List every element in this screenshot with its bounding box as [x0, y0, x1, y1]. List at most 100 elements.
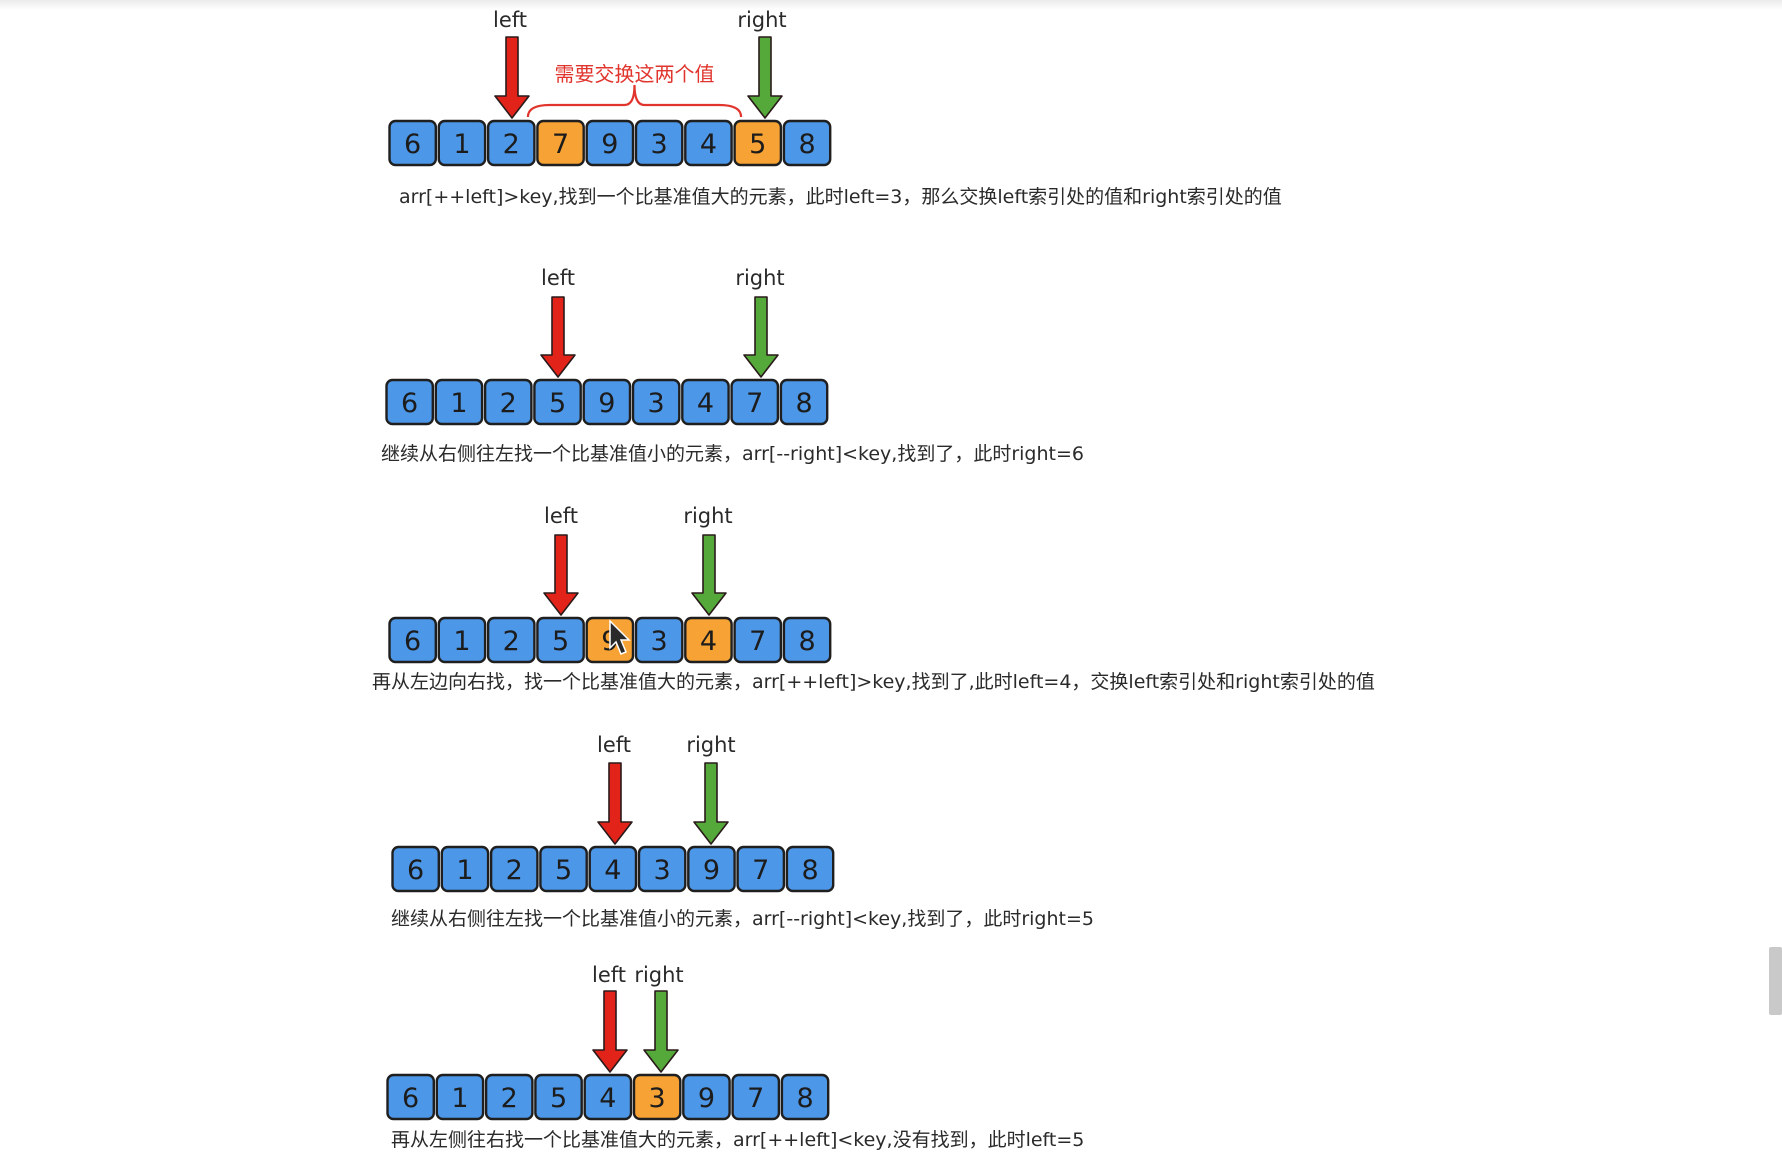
- array-cell: [534, 1073, 583, 1121]
- array-cell-value: 1: [450, 388, 467, 419]
- left-pointer-arrow-icon: [494, 36, 530, 119]
- array-cell: [386, 1073, 435, 1121]
- array-cell: [489, 845, 539, 893]
- array-cell-value: 6: [407, 855, 424, 886]
- array-cell-highlighted: [733, 119, 783, 167]
- array-cell: [484, 1073, 534, 1121]
- array-cell: [733, 616, 783, 664]
- array-cell-value: 9: [601, 129, 618, 160]
- right-pointer-arrow-icon: [743, 296, 779, 378]
- array-cell: [785, 845, 835, 893]
- array-cell: [434, 378, 484, 426]
- array-cell: [582, 378, 632, 426]
- array-cell-value: 2: [503, 129, 520, 160]
- swap-note: 需要交换这两个值: [555, 62, 715, 86]
- array-cell: [585, 119, 635, 167]
- array-cell: [687, 845, 736, 893]
- array-cell-value: 1: [451, 1083, 468, 1114]
- array-cell-value: 9: [698, 1083, 715, 1114]
- array-cell: [385, 378, 434, 426]
- array-cell-value: 3: [651, 129, 668, 160]
- array-cell: [634, 616, 684, 664]
- mouse-cursor-icon: [609, 619, 631, 655]
- right-pointer-label: right: [683, 504, 732, 528]
- left-pointer-label: left: [541, 266, 575, 290]
- array-cell-value: 7: [747, 1083, 764, 1114]
- right-pointer-arrow-icon: [693, 762, 729, 845]
- array-cell: [681, 378, 730, 426]
- right-pointer-arrow-icon: [643, 990, 679, 1073]
- array-cell: [782, 119, 832, 167]
- array-cell: [731, 1073, 781, 1121]
- array-cell: [435, 1073, 485, 1121]
- array-cell-value: 5: [749, 129, 766, 160]
- array-cell-value: 7: [746, 388, 763, 419]
- array-cell-value: 6: [402, 1083, 419, 1114]
- left-pointer-arrow-icon: [597, 762, 633, 845]
- array-cell: [437, 119, 487, 167]
- partition-step: 612593478leftright再从左边向右找，找一个比基准值大的元素，ar…: [372, 504, 1375, 693]
- array-cell-value: 4: [697, 388, 714, 419]
- array-cell: [536, 616, 585, 664]
- left-pointer-label: left: [544, 504, 578, 528]
- array-cell-value: 6: [404, 626, 421, 657]
- array-cell-value: 8: [798, 129, 815, 160]
- array-cell: [539, 845, 588, 893]
- array-cell: [440, 845, 490, 893]
- array-cell-value: 5: [555, 855, 572, 886]
- top-strip: [0, 0, 1782, 10]
- array-cell-value: 2: [501, 1083, 518, 1114]
- array-cell: [634, 119, 684, 167]
- array-cell: [391, 845, 440, 893]
- right-pointer-label: right: [735, 266, 784, 290]
- array-cell-value: 2: [503, 626, 520, 657]
- scrollbar-thumb[interactable]: [1769, 947, 1782, 1015]
- array-cell-value: 8: [801, 855, 818, 886]
- right-pointer-label: right: [737, 8, 786, 32]
- left-pointer-label: left: [592, 963, 626, 987]
- array-cell-value: 8: [798, 626, 815, 657]
- array-cell-value: 6: [401, 388, 418, 419]
- right-pointer-label: right: [686, 733, 735, 757]
- array-cell-value: 1: [456, 855, 473, 886]
- right-pointer-arrow-icon: [691, 534, 727, 616]
- left-pointer-arrow-icon: [543, 534, 579, 616]
- array-cell: [533, 378, 582, 426]
- array-cell: [486, 119, 536, 167]
- array-cell: [736, 845, 786, 893]
- array-cell-value: 7: [749, 626, 766, 657]
- array-cell-value: 3: [654, 855, 671, 886]
- array-cell: [779, 378, 829, 426]
- array-cell: [388, 119, 437, 167]
- right-pointer-label: right: [634, 963, 683, 987]
- array-cell-value: 3: [651, 626, 668, 657]
- array-cell-value: 2: [506, 855, 523, 886]
- array-cell-value: 3: [649, 1083, 666, 1114]
- array-cell-value: 9: [598, 388, 615, 419]
- array-cell-value: 5: [549, 388, 566, 419]
- array-cell-value: 2: [500, 388, 517, 419]
- step-caption: 继续从右侧往左找一个比基准值小的元素，arr[--right]<key,找到了，…: [381, 443, 1084, 465]
- step-caption: 继续从右侧往左找一个比基准值小的元素，arr[--right]<key,找到了，…: [391, 908, 1094, 930]
- array-cell-value: 4: [604, 855, 621, 886]
- array-cell: [782, 616, 832, 664]
- step-caption: 再从左侧往右找一个比基准值大的元素，arr[++left]<key,没有找到，此…: [391, 1129, 1084, 1151]
- array-cell: [637, 845, 687, 893]
- left-pointer-arrow-icon: [592, 990, 628, 1073]
- array-cell: [588, 845, 638, 893]
- array-cell-value: 8: [795, 388, 812, 419]
- array-cell-value: 7: [552, 129, 569, 160]
- swap-brace: [526, 84, 743, 118]
- right-pointer-arrow-icon: [747, 36, 783, 119]
- array-cell-value: 4: [700, 626, 717, 657]
- array-cell-value: 6: [404, 129, 421, 160]
- array-cell-highlighted: [632, 1073, 682, 1121]
- left-pointer-arrow-icon: [540, 296, 576, 378]
- step-caption: arr[++left]>key,找到一个比基准值大的元素，此时left=3，那么…: [399, 186, 1282, 208]
- array-cell: [583, 1073, 633, 1121]
- array-cell-highlighted: [684, 616, 733, 664]
- array-cell-value: 4: [599, 1083, 616, 1114]
